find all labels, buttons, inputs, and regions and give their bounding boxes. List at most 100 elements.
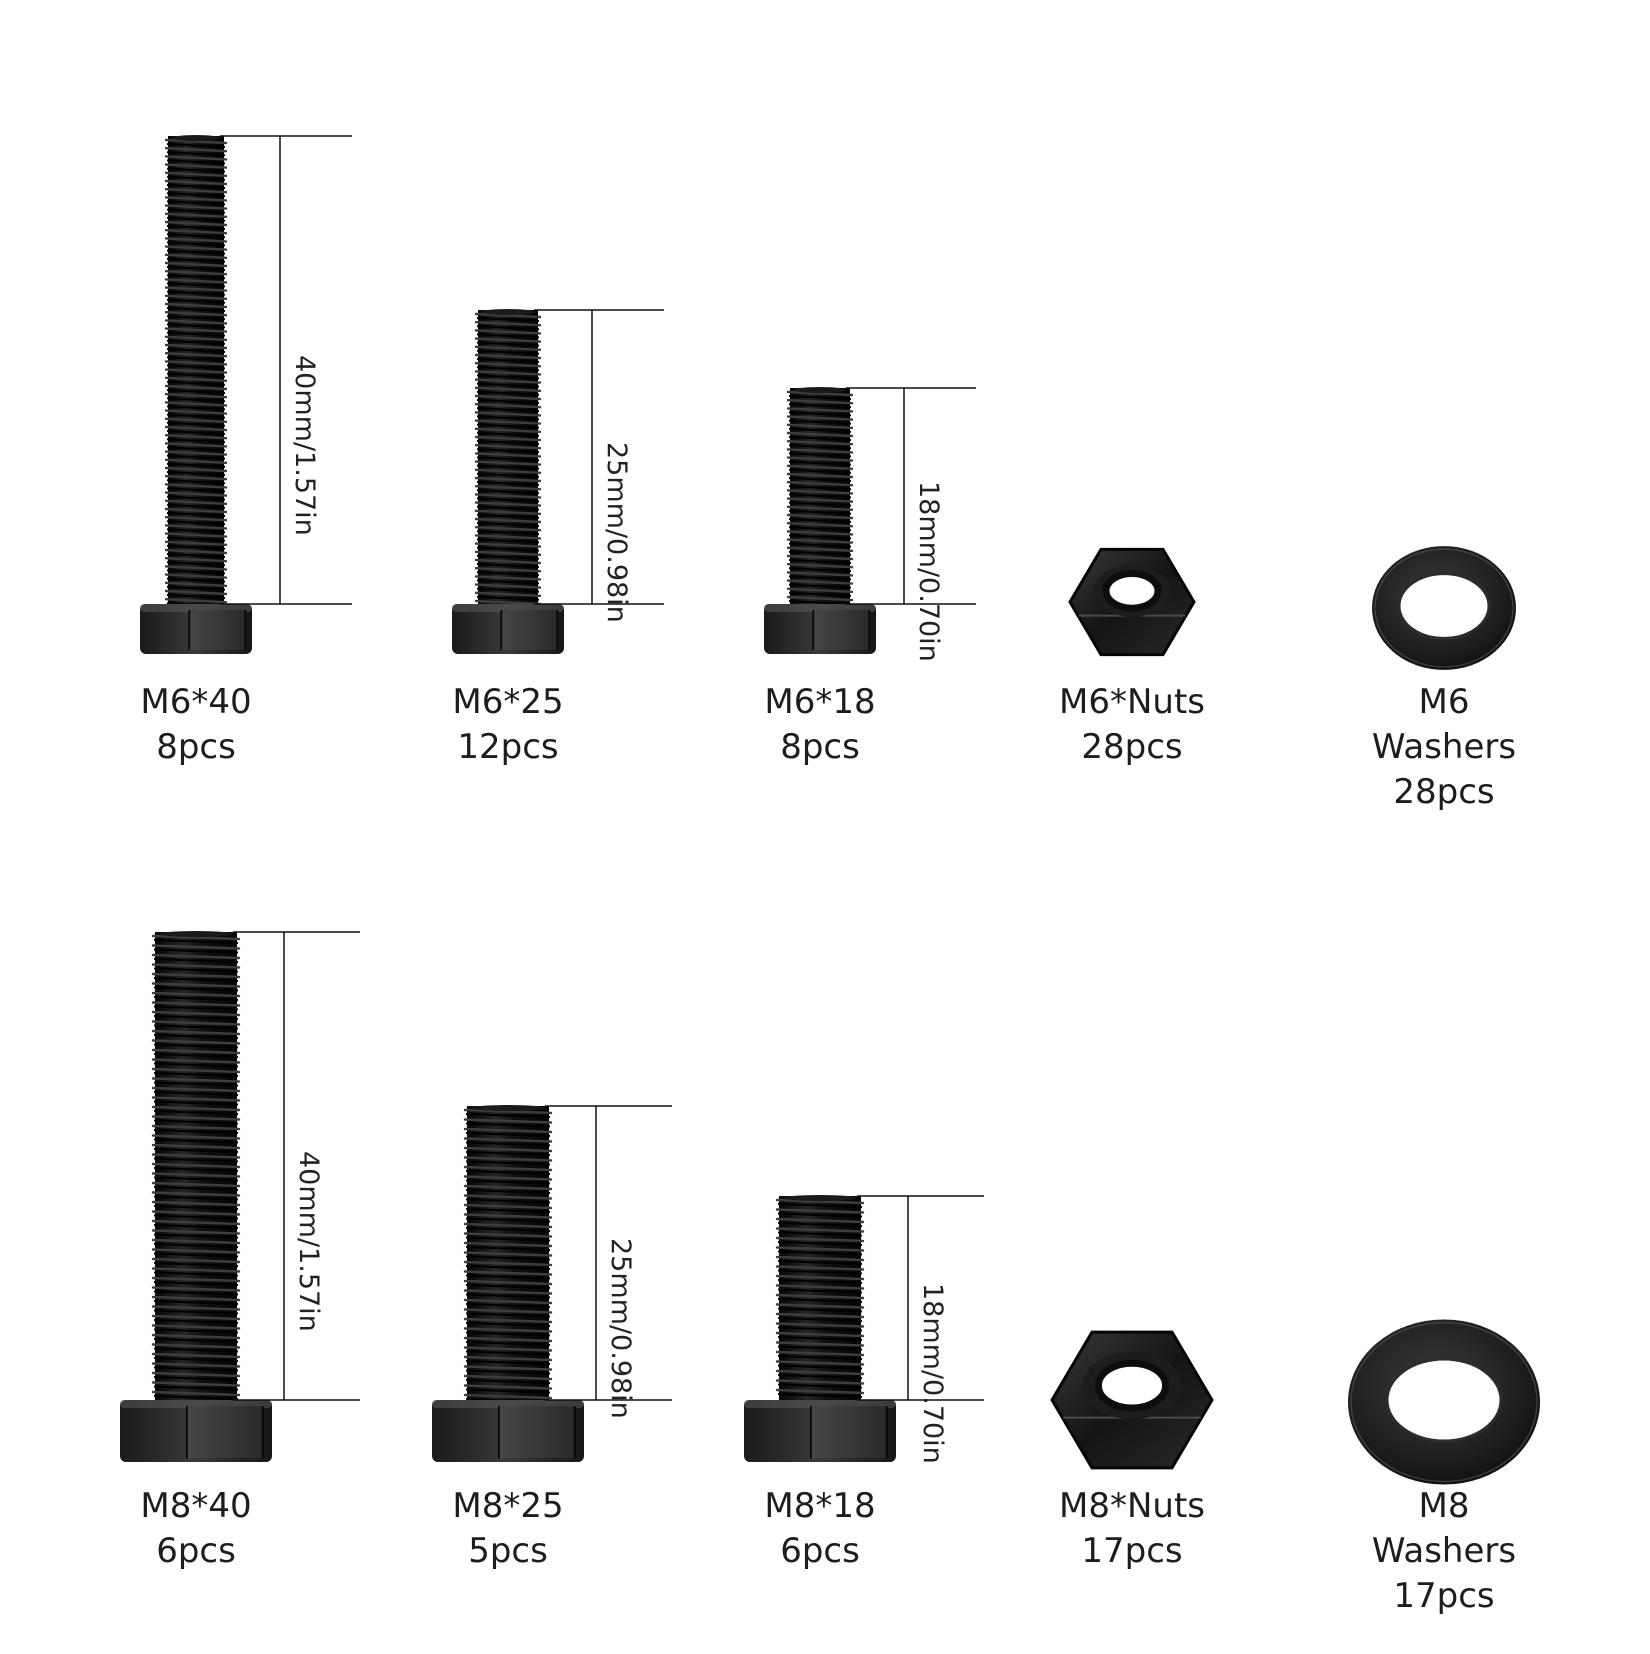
thread-ridge xyxy=(164,245,228,251)
thread-ridge xyxy=(151,1210,241,1216)
thread-ridge xyxy=(151,972,241,979)
thread-ridge xyxy=(474,427,542,433)
thread-groove xyxy=(788,550,852,556)
thread-groove xyxy=(166,290,226,296)
thread-ridge xyxy=(474,353,542,360)
hex-bolt xyxy=(744,1195,896,1462)
thread-groove xyxy=(166,200,226,206)
thread-groove xyxy=(788,501,852,507)
thread-groove xyxy=(788,411,852,417)
thread-ridge xyxy=(474,493,542,499)
thread-ridge xyxy=(775,1388,865,1395)
thread-ridge xyxy=(775,1322,865,1328)
thread-groove xyxy=(777,1374,863,1379)
thread-groove xyxy=(153,1167,239,1172)
thread-groove xyxy=(153,996,239,1001)
thread-groove xyxy=(166,143,226,148)
thread-ridge xyxy=(164,598,228,604)
washer-rim xyxy=(1374,548,1514,668)
thread-ridge xyxy=(463,1127,553,1134)
thread-groove xyxy=(465,1341,551,1346)
thread-groove xyxy=(788,395,852,400)
thread-groove xyxy=(476,538,540,544)
thread-ridge xyxy=(151,1143,241,1150)
thread-ridge xyxy=(463,1251,553,1257)
thread-groove xyxy=(777,1212,863,1218)
thread-groove xyxy=(166,462,226,468)
thread-ridge xyxy=(151,1219,241,1226)
thread-groove xyxy=(153,1395,239,1400)
thread-ridge xyxy=(164,475,228,481)
thread-ridge xyxy=(474,567,542,573)
thread-ridge xyxy=(474,419,542,425)
thread-groove xyxy=(476,587,540,593)
thread-groove xyxy=(465,1379,551,1384)
thread-ridge xyxy=(164,302,228,309)
washer-hole xyxy=(1385,1357,1503,1443)
thread-groove xyxy=(465,1388,551,1394)
thread-ridge xyxy=(151,1124,241,1131)
thread-groove xyxy=(153,1148,239,1153)
thread-ridge xyxy=(474,501,542,507)
thread-groove xyxy=(166,274,226,280)
thread-groove xyxy=(465,1274,551,1280)
thread-ridge xyxy=(151,1105,241,1112)
thread-groove xyxy=(788,403,852,409)
hex-bolt xyxy=(764,387,876,654)
thread-groove xyxy=(777,1203,863,1208)
thread-groove xyxy=(153,1005,239,1011)
thread-ridge xyxy=(786,472,854,479)
thread-groove xyxy=(788,583,852,589)
thread-groove xyxy=(476,571,540,577)
dimension-label: 40mm/1.57in xyxy=(289,354,320,536)
thread-ridge xyxy=(151,1276,241,1283)
thread-ridge xyxy=(463,1317,553,1324)
thread-groove xyxy=(476,595,540,601)
thread-ridge xyxy=(786,481,854,487)
thread-groove xyxy=(476,431,540,437)
thread-ridge xyxy=(474,411,542,417)
thread-ridge xyxy=(474,534,542,540)
thread-groove xyxy=(166,282,226,288)
thread-groove xyxy=(476,530,540,536)
thread-groove xyxy=(788,559,852,564)
thread-ridge xyxy=(164,196,228,202)
thread-groove xyxy=(476,554,540,560)
thread-ridge xyxy=(463,1241,553,1248)
thread-groove xyxy=(777,1279,863,1284)
thread-groove xyxy=(777,1355,863,1360)
thread-ridge xyxy=(164,335,228,341)
thread-groove xyxy=(166,241,226,247)
bolt-tip xyxy=(172,135,220,141)
thread-groove xyxy=(166,487,226,493)
thread-groove xyxy=(476,390,540,396)
thread-groove xyxy=(476,489,540,495)
thread-groove xyxy=(153,1100,239,1106)
thread-ridge xyxy=(786,513,854,520)
thread-groove xyxy=(476,472,540,478)
thread-groove xyxy=(788,526,852,532)
thread-groove xyxy=(476,382,540,388)
thread-groove xyxy=(166,339,226,345)
thread-groove xyxy=(166,233,226,239)
thread-ridge xyxy=(164,311,228,317)
thread-groove xyxy=(166,192,226,198)
thread-groove xyxy=(153,1347,239,1353)
thread-groove xyxy=(166,397,226,403)
thread-ridge xyxy=(151,1257,241,1264)
thread-groove xyxy=(153,1262,239,1267)
thread-groove xyxy=(465,1122,551,1128)
thread-ridge xyxy=(151,1343,241,1349)
thread-ridge xyxy=(151,1352,241,1359)
thread-ridge xyxy=(463,1365,553,1371)
thread-groove xyxy=(476,546,540,552)
thread-groove xyxy=(153,1205,239,1210)
bolt-head-face xyxy=(813,610,870,650)
thread-groove xyxy=(788,419,852,425)
thread-groove xyxy=(166,364,226,370)
thread-groove xyxy=(476,513,540,519)
thread-groove xyxy=(465,1265,551,1270)
thread-ridge xyxy=(164,589,228,596)
